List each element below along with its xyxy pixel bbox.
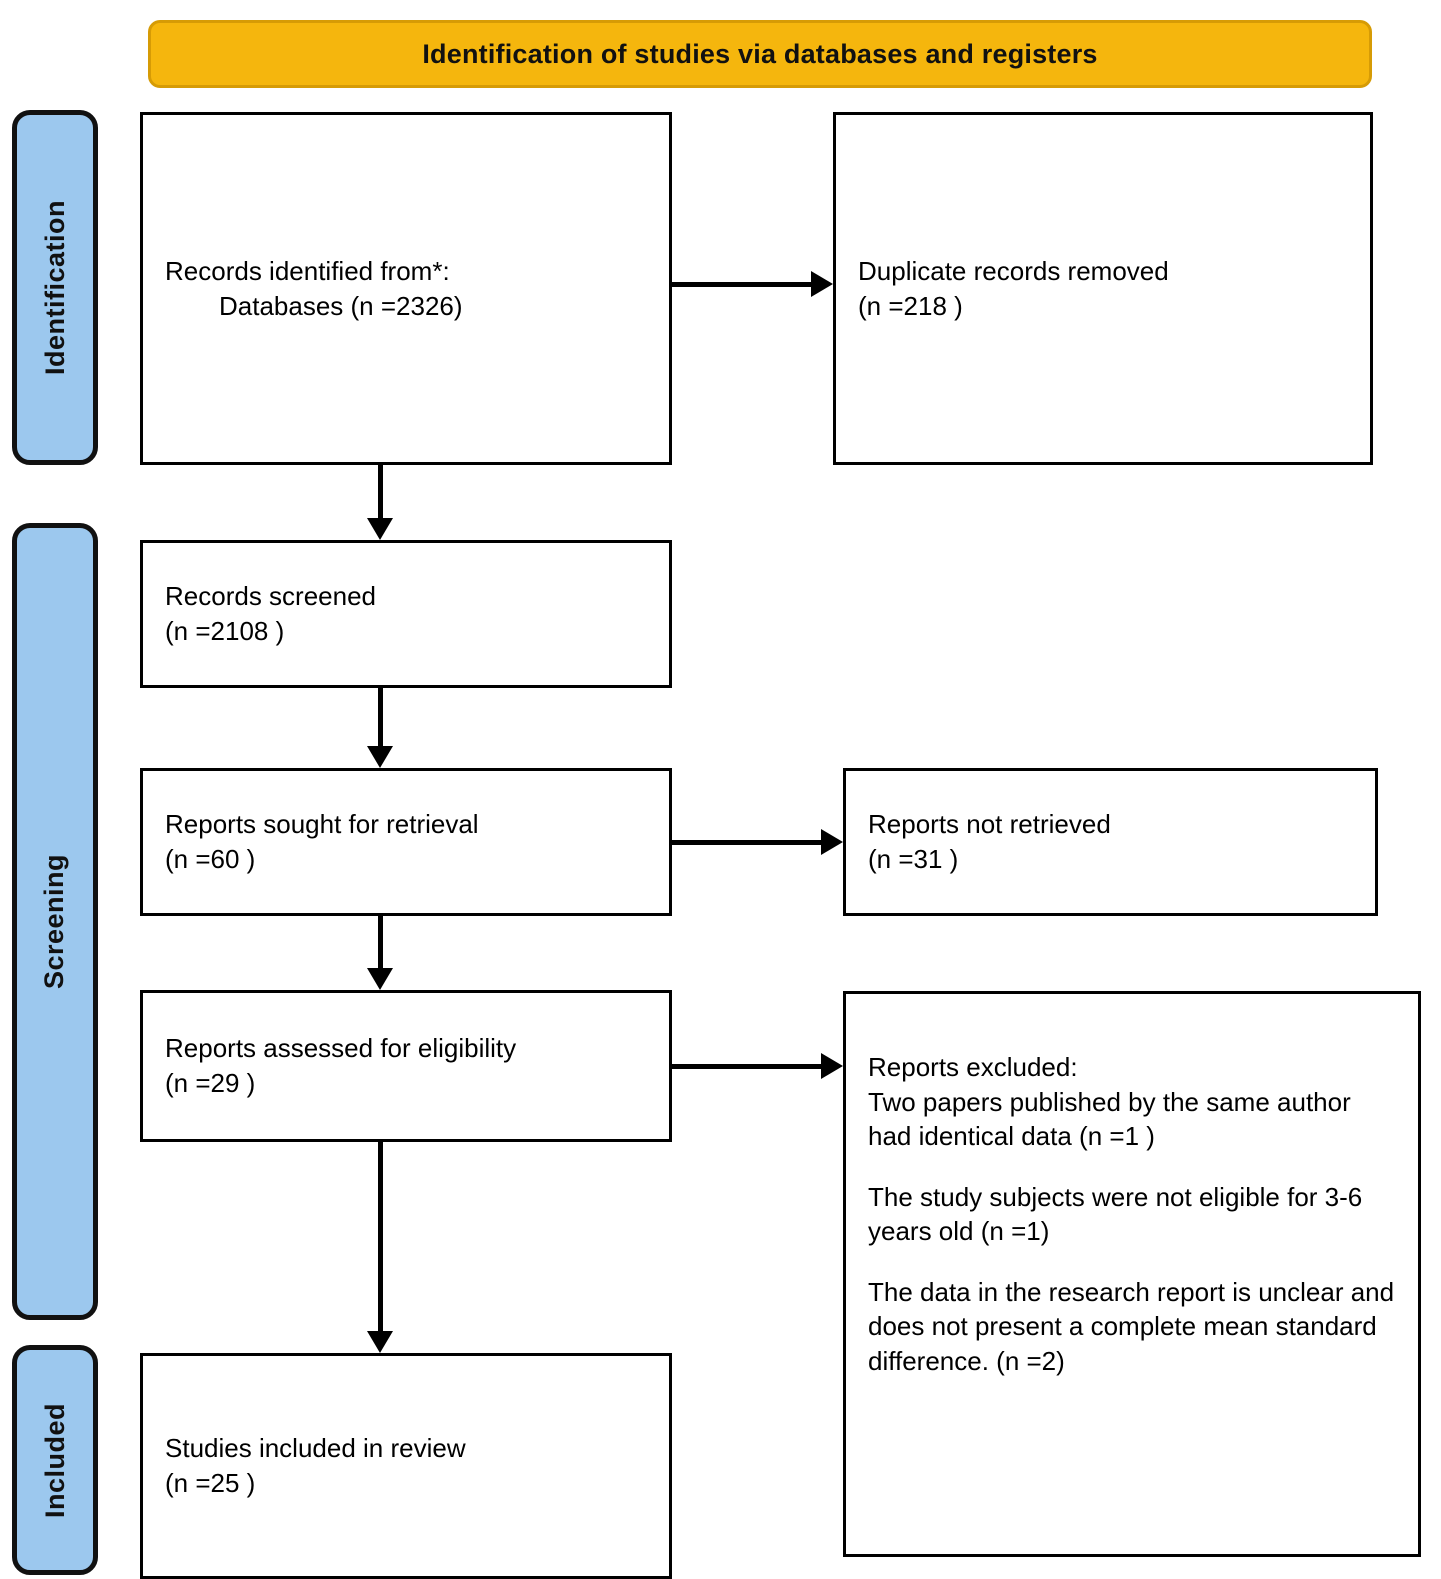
excluded-reason-2: The study subjects were not eligible for… (868, 1181, 1370, 1247)
arrow-shaft (377, 1142, 383, 1331)
box-reports-excluded-body: Reports excluded: Two papers published b… (846, 1050, 1418, 1379)
arrow-down-icon-assessed-to-included (366, 1142, 394, 1353)
stage-label-screening: Screening (12, 523, 98, 1320)
arrow-head (367, 518, 393, 540)
box-reports-assessed-for-eligibility: Reports assessed for eligibility (n =29 … (140, 990, 672, 1142)
arrow-shaft (672, 281, 811, 287)
diagram-title: Identification of studies via databases … (422, 38, 1098, 69)
arrow-head (367, 968, 393, 990)
excluded-reason-3: The data in the research report is uncle… (868, 1276, 1402, 1377)
stage-label-identification: Identification (12, 110, 98, 465)
included-line-1: Studies included in review (165, 1433, 466, 1464)
arrow-down-icon-screened-to-sought (366, 688, 394, 768)
arrow-head (367, 1331, 393, 1353)
stage-label-included-text: Included (39, 1402, 70, 1518)
stage-label-included: Included (12, 1345, 98, 1575)
box-reports-not-retrieved: Reports not retrieved (n =31 ) (843, 768, 1378, 916)
assessed-line-1: Reports assessed for eligibility (165, 1033, 517, 1064)
records-identified-line-1: Records identified from*: (165, 255, 450, 286)
box-records-identified: Records identified from*: Databases (n =… (140, 112, 672, 465)
arrow-shaft (377, 688, 383, 746)
arrow-shaft (672, 839, 821, 845)
arrow-down-icon-sought-to-assessed (366, 916, 394, 990)
included-line-2: (n =25 ) (165, 1468, 256, 1498)
stage-label-identification-text: Identification (39, 200, 70, 375)
box-reports-not-retrieved-body: Reports not retrieved (n =31 ) (846, 807, 1375, 876)
arrow-right-icon-sought-to-not-retrieved (672, 828, 843, 856)
assessed-line-2: (n =29 ) (165, 1068, 256, 1098)
arrow-head (821, 1053, 843, 1079)
diagram-header-banner: Identification of studies via databases … (148, 20, 1372, 88)
box-reports-assessed-body: Reports assessed for eligibility (n =29 … (143, 1031, 669, 1100)
arrow-head (367, 746, 393, 768)
screened-line-1: Records screened (165, 581, 376, 612)
arrow-shaft (672, 1063, 821, 1069)
excluded-reason-2-wrap: The study subjects were not eligible for… (868, 1180, 1396, 1249)
arrow-down-icon-identified-to-screened (366, 465, 394, 540)
duplicates-line-1: Duplicate records removed (858, 255, 1169, 286)
excluded-heading: Reports excluded: Two papers published b… (868, 1050, 1396, 1154)
box-duplicate-records-removed-body: Duplicate records removed (n =218 ) (836, 254, 1370, 323)
box-records-screened-body: Records screened (n =2108 ) (143, 579, 669, 648)
box-records-identified-body: Records identified from*: Databases (n =… (143, 254, 669, 323)
duplicates-line-2: (n =218 ) (858, 290, 963, 321)
not-retrieved-line-2: (n =31 ) (868, 844, 959, 874)
sought-line-2: (n =60 ) (165, 844, 256, 874)
arrow-shaft (377, 916, 383, 968)
arrow-shaft (377, 465, 383, 518)
sought-line-1: Reports sought for retrieval (165, 809, 479, 840)
excluded-heading-text: Reports excluded: (868, 1052, 1078, 1082)
box-reports-excluded: Reports excluded: Two papers published b… (843, 991, 1421, 1557)
excluded-reason-1: Two papers published by the same author … (868, 1086, 1358, 1152)
box-studies-included-in-review: Studies included in review (n =25 ) (140, 1353, 672, 1579)
stage-label-screening-text: Screening (39, 853, 70, 990)
box-records-screened: Records screened (n =2108 ) (140, 540, 672, 688)
screened-line-2: (n =2108 ) (165, 616, 285, 646)
excluded-reason-3-wrap: The data in the research report is uncle… (868, 1275, 1396, 1379)
box-reports-sought-body: Reports sought for retrieval (n =60 ) (143, 807, 669, 876)
arrow-head (811, 271, 833, 297)
arrow-head (821, 829, 843, 855)
box-studies-included-body: Studies included in review (n =25 ) (143, 1431, 669, 1500)
box-reports-sought-for-retrieval: Reports sought for retrieval (n =60 ) (140, 768, 672, 916)
arrow-right-icon-identified-to-duplicates (672, 270, 833, 298)
box-duplicate-records-removed: Duplicate records removed (n =218 ) (833, 112, 1373, 465)
not-retrieved-line-1: Reports not retrieved (868, 809, 1111, 840)
records-identified-line-2: Databases (n =2326) (219, 290, 463, 321)
arrow-right-icon-assessed-to-excluded (672, 1052, 843, 1080)
